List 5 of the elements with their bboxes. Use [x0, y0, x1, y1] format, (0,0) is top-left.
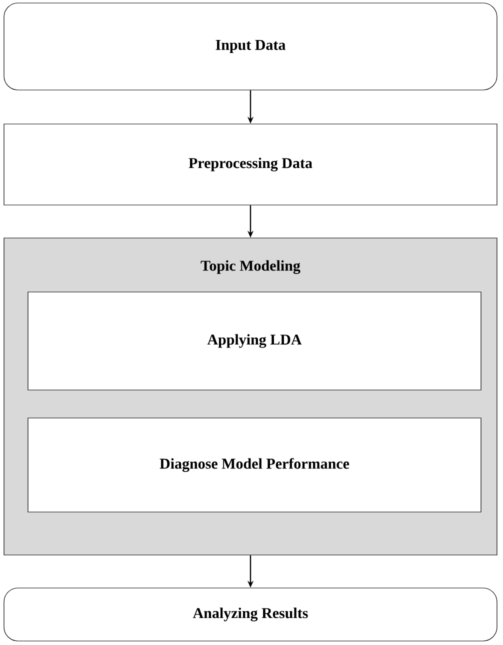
process-box: Diagnose Model Performance [28, 418, 482, 512]
process-box: Applying LDA [28, 292, 482, 390]
rounded-box: Input Data [4, 2, 498, 90]
process-box: Preprocessing Data [4, 124, 498, 206]
rounded-box: Analyzing Results [4, 588, 498, 642]
